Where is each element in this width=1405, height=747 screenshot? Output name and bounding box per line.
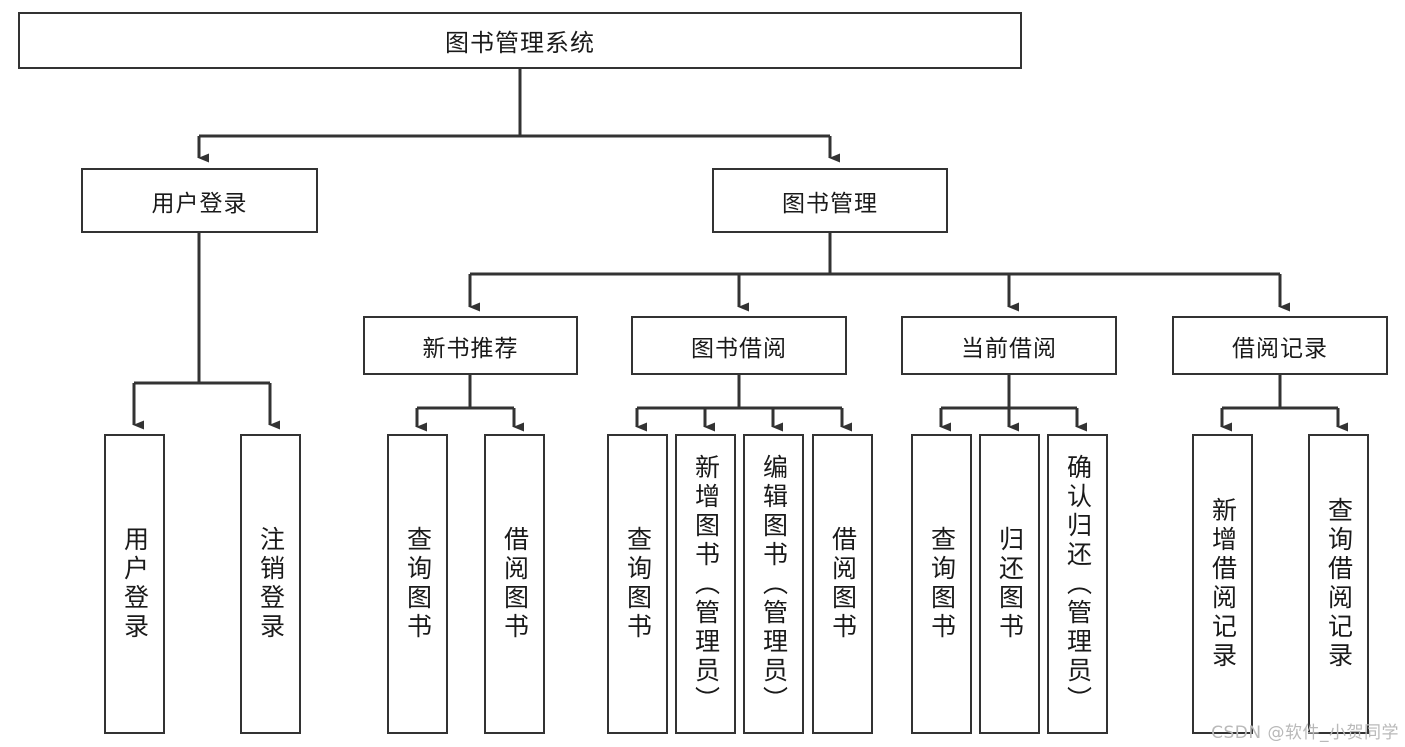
node-borrow-records[interactable]: 借阅记录 [1172,316,1388,375]
node-label: 图书管理 [782,190,878,217]
node-label: 借阅记录 [1232,335,1328,362]
watermark: CSDN @软件_小贺同学 [1211,723,1399,743]
node-label: 图书借阅 [691,335,787,362]
node-leaf-add-borrow-record[interactable]: 新增借阅记录 [1192,434,1253,734]
node-leaf-add-book-admin[interactable]: 新增图书（管理员） [675,434,736,734]
node-label: 图书管理系统 [445,29,595,57]
node-root-book-management-system[interactable]: 图书管理系统 [18,12,1022,69]
node-leaf-query-book-current[interactable]: 查询图书 [911,434,972,734]
node-leaf-logout[interactable]: 注销登录 [240,434,301,734]
node-label: 新增图书（管理员） [691,453,721,715]
node-user-login[interactable]: 用户登录 [81,168,318,233]
node-label: 查询图书 [403,526,433,642]
node-book-management[interactable]: 图书管理 [712,168,948,233]
node-label: 新增借阅记录 [1208,497,1238,671]
node-label: 新书推荐 [422,335,519,362]
node-leaf-borrow-book-recommend[interactable]: 借阅图书 [484,434,545,734]
node-new-book-recommendation[interactable]: 新书推荐 [363,316,578,375]
node-leaf-edit-book-admin[interactable]: 编辑图书（管理员） [743,434,804,734]
node-leaf-confirm-return-admin[interactable]: 确认归还（管理员） [1047,434,1108,734]
node-label: 编辑图书（管理员） [759,453,789,715]
node-label: 查询借阅记录 [1324,497,1354,671]
node-current-borrowing[interactable]: 当前借阅 [901,316,1117,375]
node-leaf-borrow-book[interactable]: 借阅图书 [812,434,873,734]
node-label: 借阅图书 [500,526,530,642]
node-label: 当前借阅 [961,335,1057,362]
node-label: 归还图书 [995,526,1025,642]
node-label: 注销登录 [256,526,286,642]
node-book-borrowing[interactable]: 图书借阅 [631,316,847,375]
node-leaf-user-login[interactable]: 用户登录 [104,434,165,734]
node-label: 查询图书 [927,526,957,642]
node-label: 查询图书 [623,526,653,642]
node-leaf-query-book-recommend[interactable]: 查询图书 [387,434,448,734]
node-label: 确认归还（管理员） [1063,453,1093,715]
node-leaf-query-borrow-record[interactable]: 查询借阅记录 [1308,434,1369,734]
node-leaf-return-book[interactable]: 归还图书 [979,434,1040,734]
node-leaf-query-book-borrow[interactable]: 查询图书 [607,434,668,734]
node-label: 借阅图书 [828,526,858,642]
node-label: 用户登录 [120,526,150,642]
node-label: 用户登录 [151,190,248,217]
